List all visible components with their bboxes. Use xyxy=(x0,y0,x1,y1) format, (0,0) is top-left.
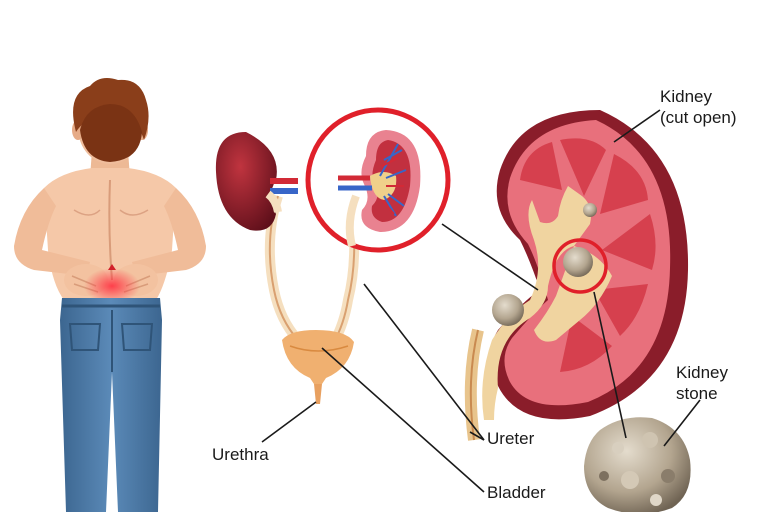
left-kidney xyxy=(215,132,277,231)
left-arm xyxy=(14,188,90,276)
big-kidney-section xyxy=(464,110,689,441)
stone-highlight-ring xyxy=(552,238,608,294)
label-urethra: Urethra xyxy=(212,445,269,464)
pain-glow xyxy=(84,268,140,304)
label-kidney-line1: Kidney xyxy=(660,87,712,106)
small-kidney-section xyxy=(305,107,451,253)
label-stone-line1: Kidney xyxy=(676,363,728,382)
bladder xyxy=(282,330,354,384)
urethra xyxy=(314,384,322,404)
man-figure xyxy=(14,78,206,512)
stone-highlighted xyxy=(563,247,593,277)
label-kidney-cut-open: Kidney (cut open) xyxy=(660,86,737,128)
label-bladder: Bladder xyxy=(487,483,546,502)
kidney-stone-closeup xyxy=(584,417,691,512)
leader-lines xyxy=(261,109,701,493)
label-stone-line2: stone xyxy=(676,384,718,403)
stone-in-pelvis xyxy=(492,294,524,326)
label-ureter: Ureter xyxy=(487,429,535,448)
jeans xyxy=(60,298,162,512)
right-arm xyxy=(132,188,206,276)
label-kidney-stone: Kidney stone xyxy=(676,362,728,404)
label-kidney-line2: (cut open) xyxy=(660,108,737,127)
